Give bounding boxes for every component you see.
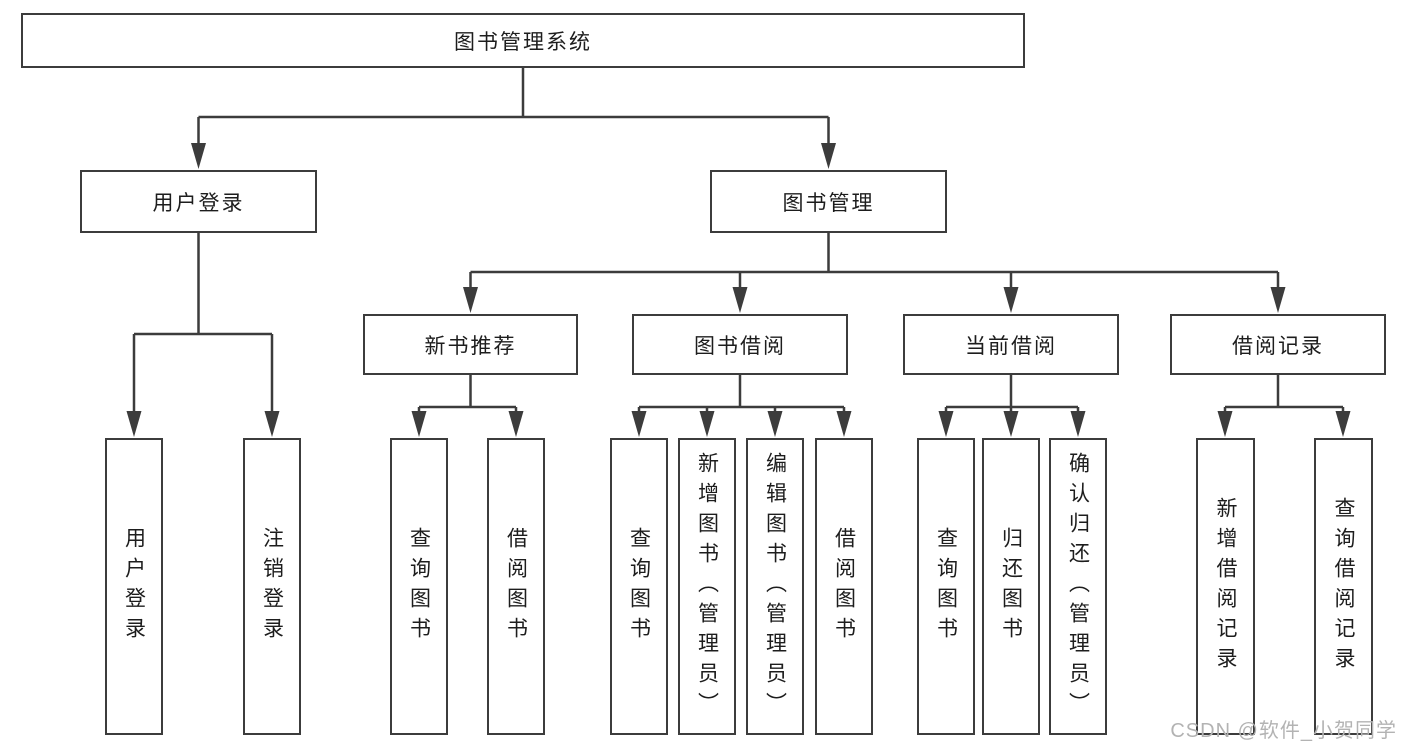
connector-borrowing [637, 375, 846, 413]
connector-records [1223, 375, 1345, 413]
leaf-return-books-label: 归还图书 [999, 526, 1023, 647]
connector-current [944, 375, 1080, 413]
node-borrowing-records: 借阅记录 [1170, 314, 1386, 375]
leaf-logout: 注销登录 [243, 438, 301, 735]
node-root-label: 图书管理系统 [454, 30, 592, 54]
leaf-query-borrow-record-label: 查询借阅记录 [1332, 496, 1355, 677]
leaf-user-login-label: 用户登录 [122, 526, 146, 647]
leaf-query-books-current-label: 查询图书 [934, 526, 958, 647]
leaf-edit-books-admin-label: 编辑图书（管理员） [763, 451, 787, 722]
leaf-add-borrow-record: 新增借阅记录 [1196, 438, 1255, 735]
node-book-borrowing: 图书借阅 [632, 314, 848, 375]
node-root: 图书管理系统 [21, 13, 1025, 68]
leaf-query-borrow-record: 查询借阅记录 [1314, 438, 1373, 735]
leaf-user-login: 用户登录 [105, 438, 163, 735]
node-borrowing-records-label: 借阅记录 [1232, 334, 1324, 358]
node-user-login: 用户登录 [80, 170, 317, 233]
node-current-borrowing-label: 当前借阅 [965, 334, 1057, 358]
node-book-management-label: 图书管理 [782, 191, 875, 215]
leaf-query-books-borrowing-label: 查询图书 [627, 526, 651, 647]
leaf-logout-label: 注销登录 [260, 526, 284, 647]
node-book-management: 图书管理 [710, 170, 947, 233]
leaf-borrow-books: 借阅图书 [815, 438, 873, 735]
leaf-edit-books-admin: 编辑图书（管理员） [746, 438, 804, 735]
leaf-borrow-books-recommend: 借阅图书 [487, 438, 545, 735]
leaf-borrow-books-label: 借阅图书 [832, 526, 856, 647]
csdn-watermark: CSDN @软件_小贺同学 [1170, 720, 1397, 742]
node-new-book-recommend-label: 新书推荐 [424, 334, 517, 358]
connector-root [197, 68, 830, 145]
leaf-query-books-recommend: 查询图书 [390, 438, 448, 735]
leaf-add-books-admin-label: 新增图书（管理员） [695, 451, 719, 722]
leaf-query-books-recommend-label: 查询图书 [407, 526, 431, 647]
node-current-borrowing: 当前借阅 [903, 314, 1119, 375]
leaf-return-books: 归还图书 [982, 438, 1040, 735]
leaf-query-books-current: 查询图书 [917, 438, 975, 735]
leaf-add-borrow-record-label: 新增借阅记录 [1214, 496, 1237, 677]
node-book-borrowing-label: 图书借阅 [694, 334, 786, 358]
leaf-query-books-borrowing: 查询图书 [610, 438, 668, 735]
leaf-borrow-books-recommend-label: 借阅图书 [504, 526, 528, 647]
node-user-login-label: 用户登录 [152, 191, 245, 215]
connector-book-mgmt [469, 233, 1280, 289]
connector-new-book [417, 375, 518, 413]
leaf-confirm-return-admin-label: 确认归还（管理员） [1066, 451, 1090, 722]
leaf-add-books-admin: 新增图书（管理员） [678, 438, 736, 735]
connector-user-login [132, 233, 274, 413]
node-new-book-recommend: 新书推荐 [363, 314, 578, 375]
leaf-confirm-return-admin: 确认归还（管理员） [1049, 438, 1107, 735]
